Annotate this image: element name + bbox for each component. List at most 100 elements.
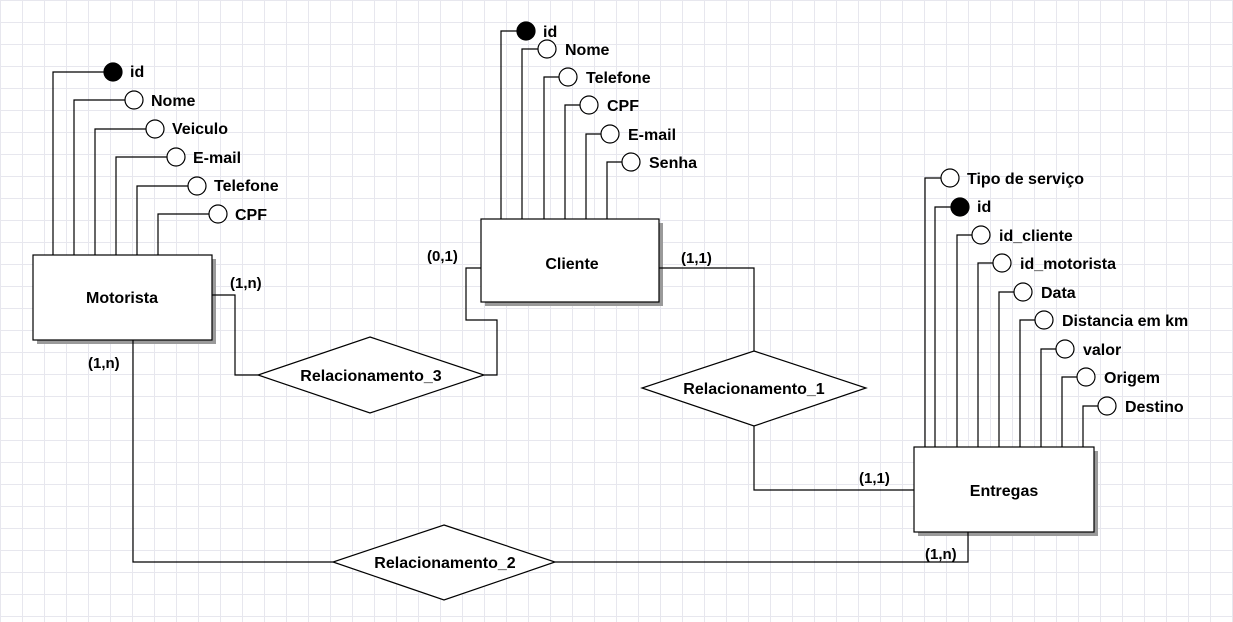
connector-line: [977, 262, 993, 447]
attribute-icon: [537, 39, 557, 59]
attribute-label: CPF: [235, 207, 267, 224]
connector-line: [564, 104, 580, 219]
attribute-label: Data: [1041, 285, 1076, 302]
connector-line: [94, 128, 146, 255]
connector-line: [1061, 376, 1077, 447]
relationship-name: Relacionamento_2: [374, 555, 515, 572]
attribute-label: valor: [1083, 342, 1121, 359]
connector-line: [1082, 405, 1098, 447]
attribute-icon: [1055, 339, 1075, 359]
cliente-attribute-senha[interactable]: Senha: [621, 152, 697, 172]
attribute-label: id_motorista: [1020, 256, 1116, 273]
attribute-icon: [1034, 310, 1054, 330]
attribute-label: Telefone: [586, 70, 651, 87]
attribute-icon: [1076, 367, 1096, 387]
relationship-name: Relacionamento_3: [300, 368, 441, 385]
cliente-attribute-nome[interactable]: Nome: [537, 39, 610, 59]
connector-line: [1040, 348, 1056, 447]
cardinality-motorista-rel2: (1,n): [88, 355, 120, 372]
entregas-attribute-valor[interactable]: valor: [1055, 339, 1121, 359]
entity-cliente[interactable]: Cliente: [480, 218, 663, 306]
key-attribute-icon: [103, 62, 123, 82]
motorista-attribute-id[interactable]: id: [103, 62, 144, 82]
cliente-attributes: [500, 30, 622, 219]
attribute-label: Telefone: [214, 178, 279, 195]
entity-name-motorista: Motorista: [86, 290, 158, 307]
connector-line: [585, 133, 601, 219]
attribute-label: CPF: [607, 98, 639, 115]
relationship-connectors: [132, 267, 969, 563]
entregas-attributes: [924, 177, 1098, 447]
entregas-attribute-destino[interactable]: Destino: [1097, 396, 1184, 416]
relationship-name: Relacionamento_1: [683, 381, 824, 398]
attribute-label: id: [543, 24, 557, 41]
attribute-icon: [187, 176, 207, 196]
connector-line: [157, 213, 209, 255]
connector-line: [73, 99, 125, 255]
attribute-icon: [558, 67, 578, 87]
attribute-icon: [940, 168, 960, 188]
connector-line: [606, 161, 622, 219]
connector-line: [521, 48, 538, 219]
attribute-icon: [1097, 396, 1117, 416]
motorista-attribute-nome[interactable]: Nome: [124, 90, 196, 110]
entregas-attribute-id-cliente[interactable]: id_cliente: [971, 225, 1073, 245]
motorista-attribute-telefone[interactable]: Telefone: [187, 176, 279, 196]
entregas-attribute-data[interactable]: Data: [1013, 282, 1076, 302]
connector-line: [136, 185, 188, 255]
entregas-attribute-tipo-de-servico[interactable]: Tipo de serviço: [940, 168, 1084, 188]
attribute-icon: [600, 124, 620, 144]
connector-line: [998, 291, 1014, 447]
entregas-attribute-origem[interactable]: Origem: [1076, 367, 1160, 387]
attribute-label: Veiculo: [172, 121, 228, 138]
attribute-label: id: [977, 199, 991, 216]
connector-line: [1019, 319, 1035, 447]
connector-line: [924, 177, 941, 447]
key-attribute-icon: [516, 21, 536, 41]
connector-motorista-rel3: [212, 294, 258, 376]
cardinality-entregas-rel1: (1,1): [859, 470, 890, 487]
entity-entregas[interactable]: Entregas: [913, 446, 1098, 536]
attribute-icon: [145, 119, 165, 139]
cliente-attribute-cpf[interactable]: CPF: [579, 95, 639, 115]
relationship-diamond: [640, 350, 868, 427]
entity-name-entregas: Entregas: [970, 483, 1039, 500]
attribute-label: Distancia em km: [1062, 313, 1188, 330]
motorista-attribute-cpf[interactable]: CPF: [208, 204, 267, 224]
attribute-label: Origem: [1104, 370, 1160, 387]
attribute-icon: [579, 95, 599, 115]
relationship-rel2[interactable]: Relacionamento_2: [331, 524, 557, 601]
cliente-attribute-telefone[interactable]: Telefone: [558, 67, 651, 87]
connector-line: [956, 234, 972, 447]
connector-cliente-rel1: [659, 267, 755, 351]
relationship-rel3[interactable]: Relacionamento_3: [256, 336, 486, 414]
attribute-label: Nome: [565, 42, 610, 59]
motorista-attribute-email[interactable]: E-mail: [166, 147, 241, 167]
cardinality-entregas-rel2: (1,n): [925, 546, 957, 563]
attribute-label: Tipo de serviço: [967, 171, 1084, 188]
key-attribute-icon: [950, 197, 970, 217]
attribute-icon: [1013, 282, 1033, 302]
entregas-attribute-id[interactable]: id: [950, 197, 991, 217]
entity-motorista[interactable]: Motorista: [32, 254, 216, 344]
attribute-label: id_cliente: [999, 228, 1073, 245]
motorista-attribute-veiculo[interactable]: Veiculo: [145, 119, 228, 139]
connector-rel1-entregas: [753, 426, 914, 491]
cardinality-motorista-rel3: (1,n): [230, 275, 262, 292]
connector-cliente-rel3: [465, 267, 498, 376]
cliente-attribute-email[interactable]: E-mail: [600, 124, 676, 144]
attribute-label: Senha: [649, 155, 697, 172]
attribute-label: E-mail: [628, 127, 676, 144]
entregas-attribute-id-motorista[interactable]: id_motorista: [992, 253, 1116, 273]
connector-rel2-entregas: [555, 532, 969, 563]
attribute-label: E-mail: [193, 150, 241, 167]
attribute-icon: [971, 225, 991, 245]
connector-line: [500, 30, 517, 219]
cliente-attribute-id[interactable]: id: [516, 21, 557, 41]
entregas-attribute-distancia[interactable]: Distancia em km: [1034, 310, 1188, 330]
attribute-icon: [166, 147, 186, 167]
attribute-label: id: [130, 64, 144, 81]
attribute-icon: [208, 204, 228, 224]
relationship-rel1[interactable]: Relacionamento_1: [640, 350, 868, 427]
